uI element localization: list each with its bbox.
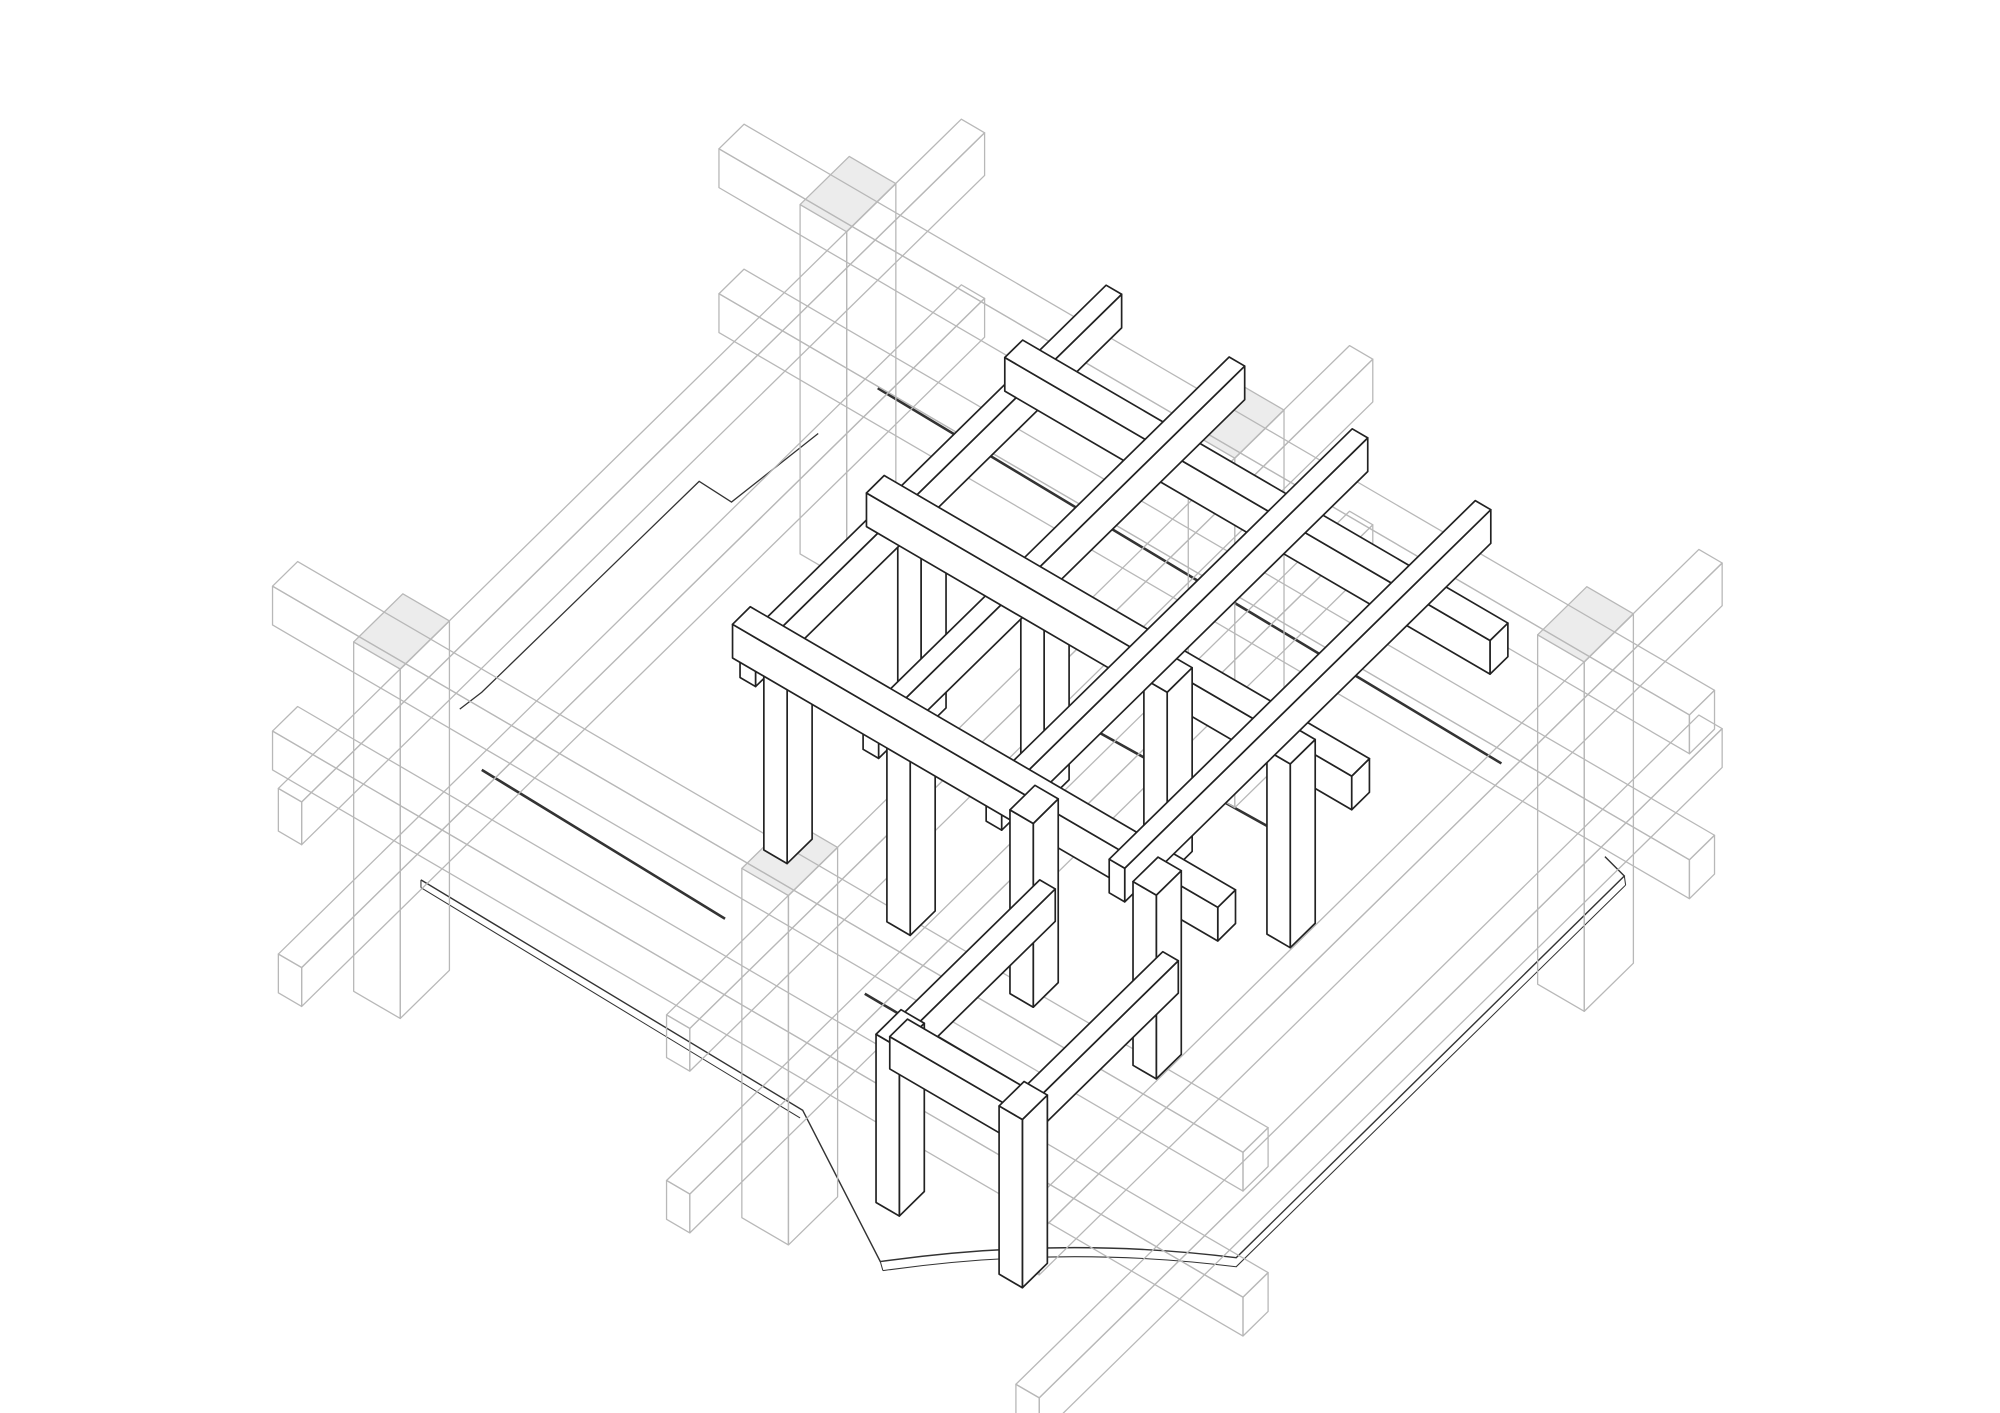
inner-beam-cross-top-face bbox=[1108, 499, 1492, 870]
inner-timber-frame bbox=[731, 284, 1509, 1289]
outer-beam-upper-front-face bbox=[277, 787, 303, 846]
outer-beam-lower-side-face bbox=[1242, 1271, 1269, 1337]
outer-beam-lower-top-face bbox=[277, 284, 986, 969]
floor-back-edge bbox=[459, 432, 819, 710]
outer-beam-lower-top-face bbox=[665, 510, 1374, 1195]
outer-beam-lower bbox=[277, 284, 986, 1008]
outer-post-top-face bbox=[799, 155, 897, 233]
inner-post-front bbox=[998, 1080, 1049, 1289]
outer-beam-lower-front-face bbox=[1015, 1383, 1040, 1413]
outer-beam-upper bbox=[277, 118, 986, 846]
inner-beam-cross bbox=[985, 427, 1369, 832]
inner-post-front-side-face bbox=[1021, 1094, 1049, 1289]
outer-beam-lower bbox=[718, 268, 1716, 900]
outer-beam-lower-front-face bbox=[277, 953, 303, 1008]
inner-post-top-face bbox=[1132, 856, 1183, 896]
floor-plate bbox=[420, 387, 1627, 1272]
outer-beam-upper bbox=[271, 560, 1269, 1192]
outer-beam-lower-top-face bbox=[718, 268, 1716, 861]
tie-rod bbox=[481, 768, 726, 920]
outer-beam-upper-top-face bbox=[271, 560, 1269, 1153]
outer-post-top-face bbox=[1536, 586, 1635, 663]
inner-beam-long-top-face bbox=[865, 474, 1371, 777]
floor-plate-edge bbox=[420, 856, 1626, 1263]
outer-beam-upper-front-face bbox=[665, 1014, 691, 1072]
outer-post-top-face bbox=[353, 593, 451, 670]
inner-post bbox=[1266, 725, 1317, 949]
inner-beam-long bbox=[731, 605, 1237, 942]
inner-post-top-face bbox=[1009, 784, 1060, 825]
outer-beam-lower-front-face bbox=[665, 1179, 691, 1234]
inner-beam-long-top-face bbox=[1003, 339, 1509, 642]
outer-beam-upper-top-face bbox=[277, 118, 986, 803]
outer-beam-upper-top-face bbox=[718, 123, 1716, 716]
inner-post-front-face bbox=[886, 737, 912, 937]
inner-post-front-face bbox=[1266, 749, 1292, 949]
outer-beam-upper bbox=[718, 123, 1716, 755]
inner-post-side-face bbox=[1289, 738, 1317, 949]
floor-plate-thickness bbox=[420, 875, 1627, 1272]
outer-beam-lower bbox=[1015, 714, 1723, 1413]
surrounding-frame-ghosted bbox=[271, 118, 1723, 1413]
inner-post-front-front-face bbox=[998, 1105, 1024, 1289]
inner-beam-cross bbox=[1108, 499, 1492, 903]
outer-beam-upper-side-face bbox=[1242, 1127, 1269, 1192]
inner-beam-long-top-face bbox=[731, 605, 1237, 909]
outer-beam-lower-side-face bbox=[1688, 834, 1716, 900]
inner-post-front-face bbox=[763, 665, 788, 865]
inner-beam-long bbox=[1003, 339, 1509, 675]
inner-post-front-top-face bbox=[998, 1080, 1049, 1121]
